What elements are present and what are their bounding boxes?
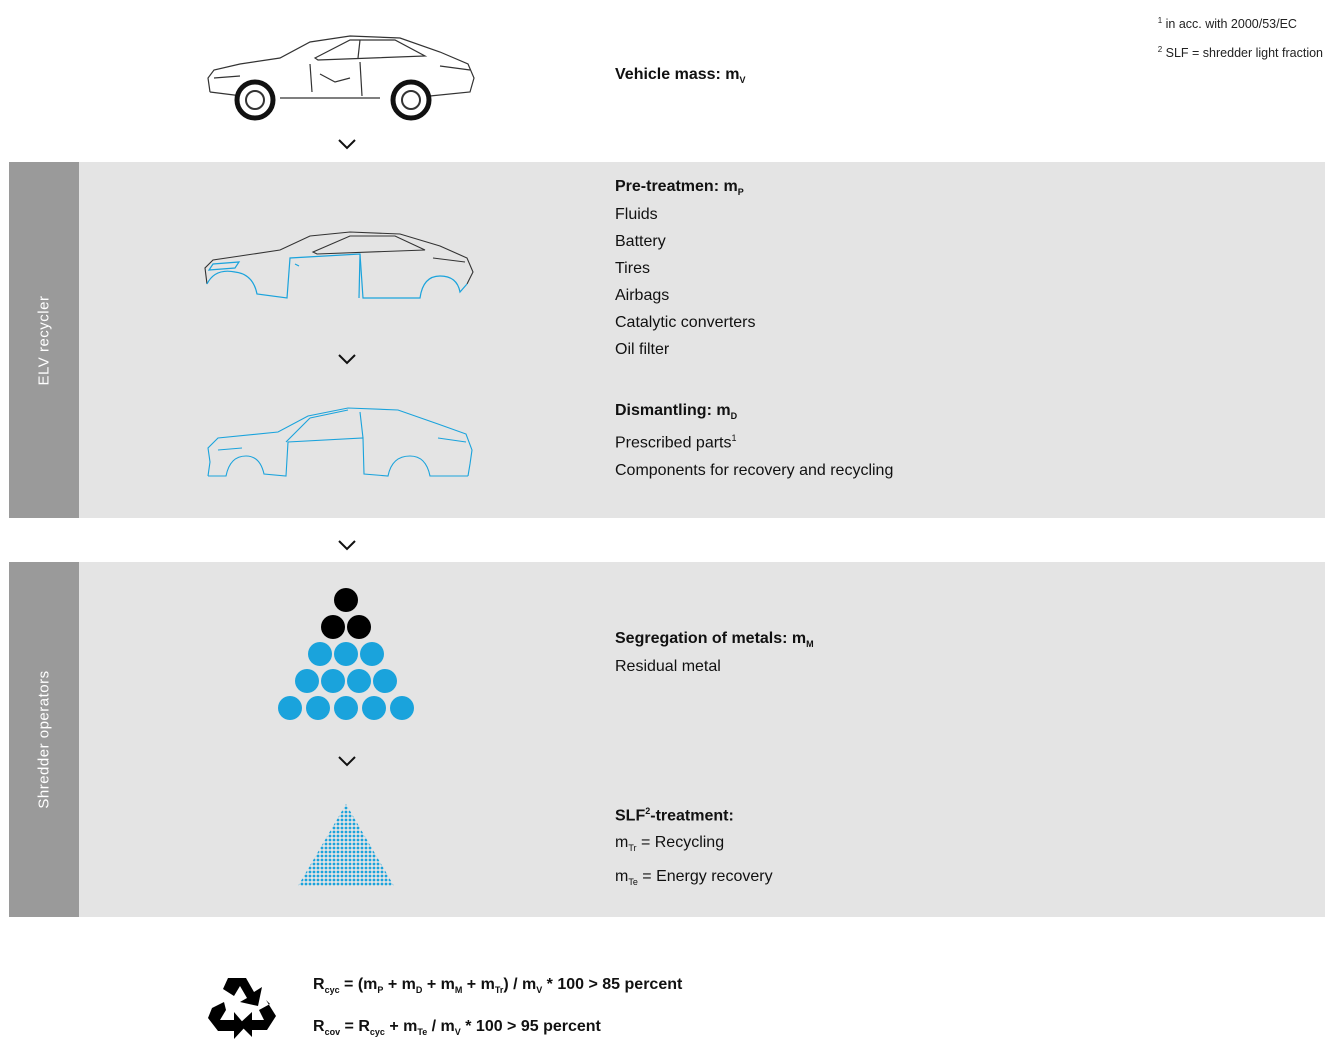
ball-blue xyxy=(306,696,330,720)
ball-blue xyxy=(390,696,414,720)
ball-blue xyxy=(360,642,384,666)
ball-black xyxy=(347,615,371,639)
pretreatment-item-catalytic: Catalytic converters xyxy=(615,314,756,332)
footnotes: 1 in acc. with 2000/53/EC 2 SLF = shredd… xyxy=(1158,8,1323,66)
chevron-down-icon xyxy=(338,354,356,365)
slf-line-recycling: mTr = Recycling xyxy=(615,834,725,854)
dismantling-block: Dismantling: mD Prescribed parts1 Compon… xyxy=(615,402,893,484)
slf-line-energy: mTe = Energy recovery xyxy=(615,867,773,887)
chevron-down-icon xyxy=(338,540,356,551)
pretreatment-item-airbags: Airbags xyxy=(615,287,670,305)
ball-black xyxy=(334,588,358,612)
segregation-item-residual: Residual metal xyxy=(615,658,721,676)
shredder-operators-tab: Shredder operators xyxy=(9,562,79,917)
slf-dotted-triangle xyxy=(298,804,394,886)
pretreatment-item-fluids: Fluids xyxy=(615,206,658,224)
vehicle-mass-title: Vehicle mass: mV xyxy=(615,66,746,86)
ball-blue xyxy=(308,642,332,666)
pretreated-car-illustration xyxy=(204,231,474,299)
ball-blue xyxy=(362,696,386,720)
segregation-title: Segregation of metals: mM xyxy=(615,630,814,650)
ball-blue xyxy=(334,696,358,720)
chevron-down-icon xyxy=(338,139,356,150)
front-wheel xyxy=(234,79,276,121)
ball-blue xyxy=(334,642,358,666)
footnote-1: 1 in acc. with 2000/53/EC xyxy=(1157,16,1297,32)
chevron-down-icon xyxy=(338,756,356,767)
ball-blue xyxy=(278,696,302,720)
pretreatment-block: Pre-treatmen: mP Fluids Battery Tires Ai… xyxy=(615,178,756,363)
dismantled-car-illustration xyxy=(207,407,473,477)
ball-blue xyxy=(295,669,319,693)
ball-black xyxy=(321,615,345,639)
formula-recycling-rate: Rcyc = (mP + mD + mM + mTr) / mV * 100 >… xyxy=(313,976,683,996)
dismantling-title: Dismantling: mD xyxy=(615,402,738,422)
pretreatment-item-tires: Tires xyxy=(615,260,650,278)
rear-wheel xyxy=(390,79,432,121)
dismantling-item-components: Components for recovery and recycling xyxy=(615,461,894,479)
ball-blue xyxy=(321,669,345,693)
pretreatment-title: Pre-treatmen: mP xyxy=(615,178,744,198)
pretreatment-item-oil-filter: Oil filter xyxy=(615,341,670,359)
formula-recovery-rate: Rcov = Rcyc + mTe / mV * 100 > 95 percen… xyxy=(313,1018,601,1038)
slf-block: SLF2-treatment: mTr = Recycling mTe = En… xyxy=(615,806,773,896)
recycle-icon xyxy=(208,978,276,1039)
elv-recycler-panel xyxy=(9,162,1325,518)
full-car-illustration xyxy=(207,35,475,121)
slf-title: SLF2-treatment: xyxy=(615,806,734,825)
footnote-2: 2 SLF = shredder light fraction xyxy=(1157,45,1323,61)
shredder-operators-panel xyxy=(9,562,1325,917)
elv-recycler-tab: ELV recycler xyxy=(9,162,79,518)
ball-blue xyxy=(347,669,371,693)
metal-balls-pyramid xyxy=(278,588,414,720)
dismantling-item-prescribed: Prescribed parts1 xyxy=(615,433,737,452)
pretreatment-item-battery: Battery xyxy=(615,233,666,251)
segregation-block: Segregation of metals: mM Residual metal xyxy=(615,630,814,680)
ball-blue xyxy=(373,669,397,693)
